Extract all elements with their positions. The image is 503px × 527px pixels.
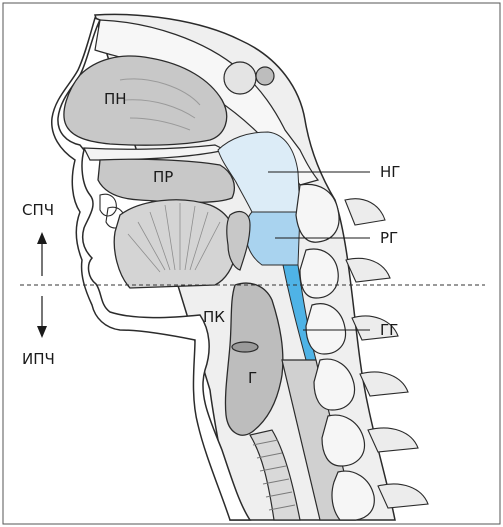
label-nasal-cavity: ПН (104, 90, 127, 108)
label-oropharynx: РГ (380, 229, 398, 247)
tongue (114, 200, 236, 288)
label-lower-airway: ИПЧ (22, 350, 55, 368)
label-larynx-entrance: ПК (203, 308, 225, 326)
sella-bump (256, 67, 274, 85)
sphenoid-sinus (224, 62, 256, 94)
label-nasopharynx: НГ (380, 163, 400, 181)
label-larynx: Г (248, 369, 257, 387)
label-oral-cavity: ПР (153, 168, 173, 186)
hyoid-bone (232, 342, 258, 352)
label-upper-airway: СПЧ (22, 201, 54, 219)
label-laryngopharynx: ГГ (380, 321, 398, 339)
